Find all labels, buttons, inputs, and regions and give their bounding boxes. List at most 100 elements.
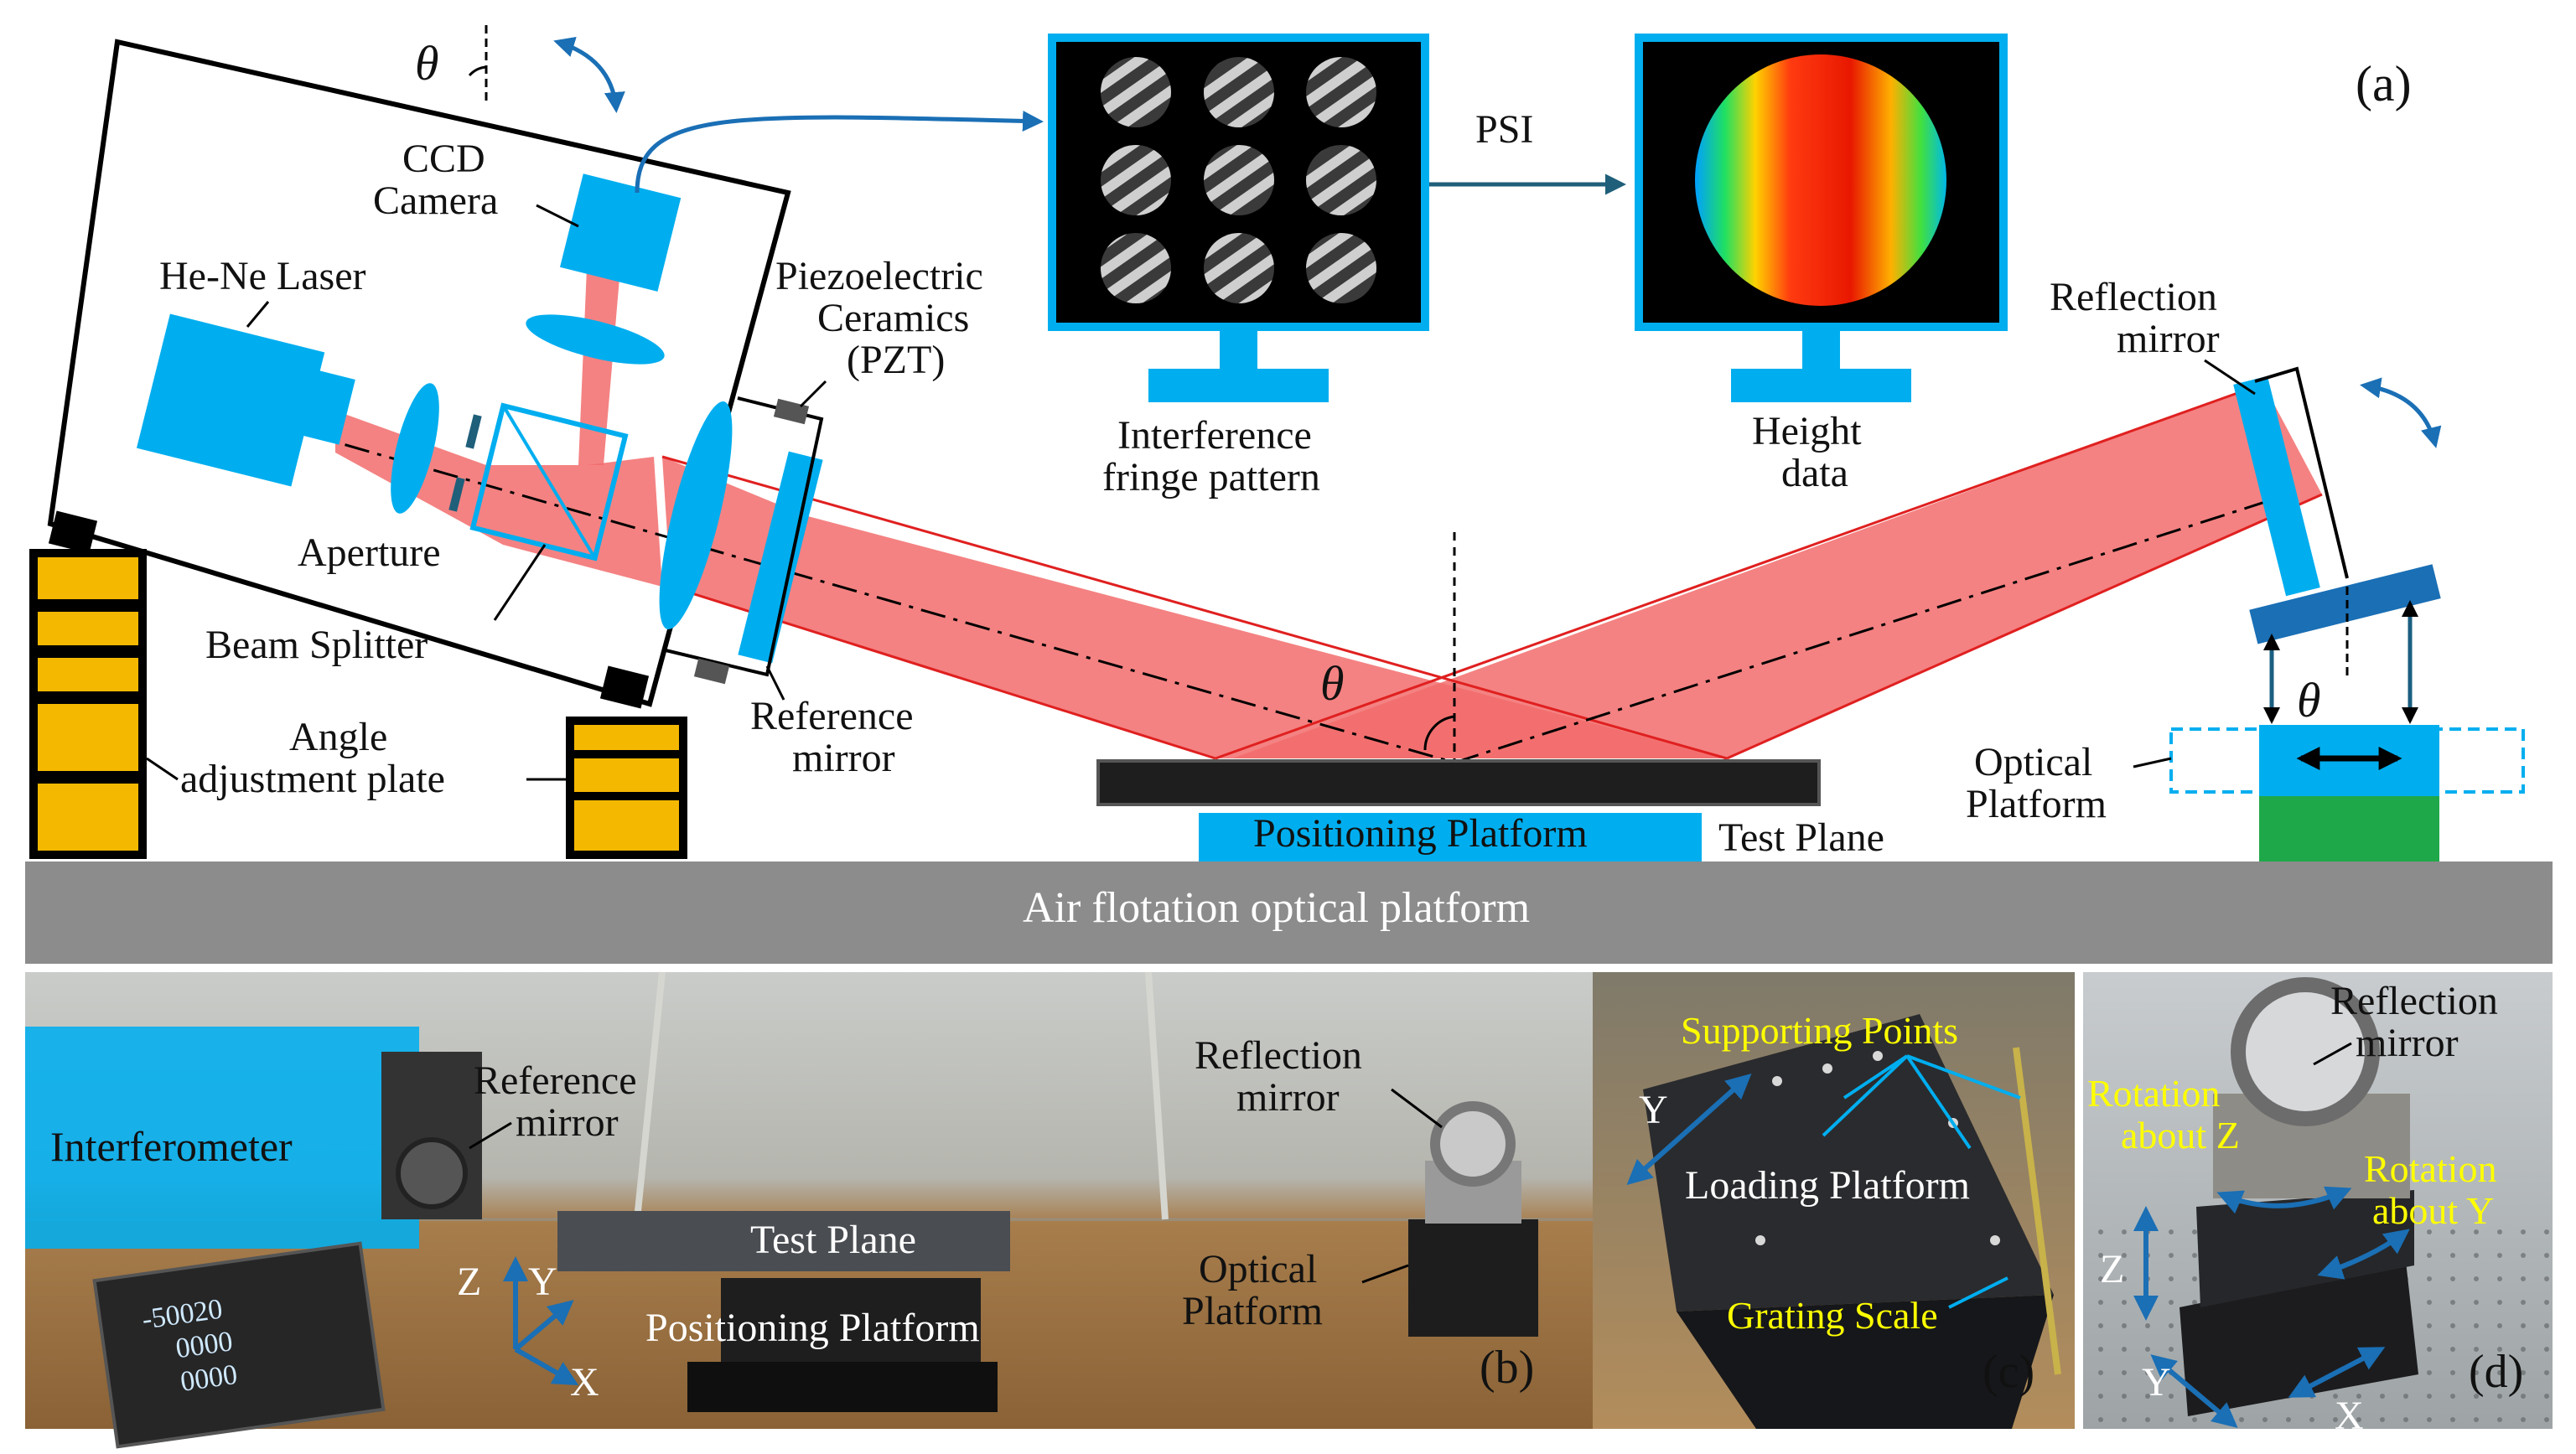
label-angle-plate-1: Angle bbox=[289, 715, 387, 759]
label-angle-plate-2: adjustment plate bbox=[180, 757, 445, 801]
label-interference-1: Interference bbox=[1117, 413, 1312, 458]
interferometer-housing bbox=[47, 39, 791, 707]
label-axis-x-b: X bbox=[570, 1360, 599, 1405]
axis-x-d bbox=[2288, 1347, 2386, 1398]
fringe-grid bbox=[1101, 57, 1376, 303]
panel-a: θ θ He-Ne Laser Aperture Beam Splitter C… bbox=[25, 25, 2553, 964]
test-plane bbox=[1096, 759, 1821, 806]
monitor-height bbox=[1635, 34, 2008, 402]
optical-platform-leader bbox=[2133, 757, 2172, 768]
panel-c: Y Supporting Points Loading Platform Gra… bbox=[1593, 972, 2075, 1429]
label-height-1: Height bbox=[1752, 409, 1862, 453]
aperture-bottom bbox=[448, 477, 465, 512]
imaging-lens bbox=[526, 314, 665, 365]
axis-y-b bbox=[514, 1300, 574, 1352]
label-interference-2: fringe pattern bbox=[1102, 455, 1320, 499]
air-flotation-platform bbox=[25, 862, 2553, 964]
label-height-2: data bbox=[1781, 451, 1848, 495]
label-panel-d: (d) bbox=[2469, 1346, 2523, 1398]
ref-mirror-leader bbox=[765, 665, 785, 701]
tilt-stage bbox=[2249, 564, 2441, 644]
rotate-arrow-y bbox=[2317, 1229, 2410, 1280]
label-positioning-platform-b: Positioning Platform bbox=[645, 1306, 980, 1350]
label-panel-a: (a) bbox=[2356, 56, 2412, 111]
label-axis-y-b: Y bbox=[528, 1260, 557, 1304]
beam-to-reflection-mirror bbox=[1232, 384, 2322, 758]
optical-platform-base bbox=[2259, 796, 2439, 862]
label-reference-mirror-1: Reference bbox=[750, 694, 914, 738]
reflection-mirror bbox=[2233, 375, 2320, 597]
label-pzt-2: Ceramics bbox=[817, 296, 969, 340]
label-ccd-1: CCD bbox=[402, 137, 485, 181]
beam-edge-4 bbox=[1726, 493, 2323, 760]
label-axis-x-d: X bbox=[2335, 1394, 2364, 1438]
theta-arc-top bbox=[468, 65, 487, 77]
theta-center: θ bbox=[1320, 656, 1345, 711]
label-pzt-1: Piezoelectric bbox=[775, 254, 983, 298]
laser-leader bbox=[246, 301, 270, 328]
label-beam-splitter: Beam Splitter bbox=[205, 623, 428, 667]
angle-leader-left bbox=[146, 757, 179, 781]
label-rotation-z-2: about Z bbox=[2121, 1114, 2240, 1156]
label-pzt-3: (PZT) bbox=[847, 338, 945, 382]
axis-y-c bbox=[1626, 1074, 1752, 1185]
reflection-leader bbox=[2204, 359, 2256, 396]
label-axis-y-c: Y bbox=[1639, 1088, 1668, 1132]
label-reflection-d-1: Reflection bbox=[2330, 979, 2498, 1023]
label-rotation-z-1: Rotation bbox=[2087, 1072, 2220, 1115]
optical-axis-2 bbox=[1454, 493, 2289, 764]
label-rotation-y-2: about Y bbox=[2372, 1189, 2494, 1232]
label-positioning-platform: Positioning Platform bbox=[1253, 811, 1588, 856]
label-panel-c: (c) bbox=[1983, 1346, 2034, 1398]
panel-b: Interferometer Reference mirror -50020 0… bbox=[25, 971, 1593, 1449]
label-ref-mirror-b-2: mirror bbox=[516, 1100, 619, 1145]
label-supporting-points: Supporting Points bbox=[1681, 1009, 1958, 1052]
label-psi: PSI bbox=[1475, 107, 1533, 152]
aperture-top bbox=[465, 414, 482, 449]
reflection-mirror-b bbox=[1430, 1101, 1516, 1187]
theta-arc-center bbox=[1423, 715, 1455, 751]
stage-upper bbox=[2196, 1190, 2414, 1307]
label-optical-platform-b-2: Platform bbox=[1182, 1289, 1323, 1333]
pzt-bottom bbox=[693, 658, 730, 685]
collimating-lens bbox=[391, 383, 439, 514]
digital-readout bbox=[92, 1241, 386, 1449]
beam-splitter bbox=[469, 402, 629, 561]
label-reference-mirror-2: mirror bbox=[792, 736, 895, 780]
label-axis-y-d: Y bbox=[2142, 1360, 2171, 1405]
label-grating-scale: Grating Scale bbox=[1727, 1294, 1938, 1337]
label-loading-platform: Loading Platform bbox=[1685, 1163, 1970, 1208]
label-axis-z-b: Z bbox=[457, 1260, 481, 1304]
label-test-plane-b: Test Plane bbox=[750, 1218, 916, 1262]
theta-top: θ bbox=[415, 36, 439, 91]
rotate-arrow-mirror bbox=[2360, 377, 2442, 448]
label-reflection-b-2: mirror bbox=[1236, 1075, 1340, 1120]
theta-mirror: θ bbox=[2297, 673, 2321, 727]
label-panel-b: (b) bbox=[1480, 1342, 1534, 1394]
laser-nozzle bbox=[294, 368, 355, 445]
label-reflection-d-2: mirror bbox=[2356, 1021, 2459, 1065]
label-reflection-b-1: Reflection bbox=[1195, 1033, 1362, 1078]
optical-platform-ghost-left bbox=[2169, 727, 2265, 794]
label-aperture: Aperture bbox=[298, 530, 441, 575]
beam-to-test-plane bbox=[662, 457, 1727, 758]
holes-c bbox=[1755, 1051, 2000, 1245]
positioning-platform-b bbox=[721, 1278, 981, 1362]
he-ne-laser bbox=[136, 313, 325, 487]
label-axis-z-d: Z bbox=[2100, 1247, 2124, 1291]
optical-platform-ghost-right bbox=[2429, 727, 2525, 794]
grating-scale bbox=[2013, 1047, 2061, 1375]
label-reflection-2: mirror bbox=[2117, 317, 2220, 361]
monitor-interference bbox=[1048, 34, 1429, 402]
rotate-arrow-z bbox=[2216, 1186, 2352, 1214]
label-optical-platform-1: Optical bbox=[1974, 740, 2092, 784]
beam-to-camera bbox=[578, 268, 620, 465]
reference-lens bbox=[659, 401, 733, 630]
label-interferometer: Interferometer bbox=[50, 1123, 293, 1170]
beam-edge-1 bbox=[661, 455, 1728, 760]
reflection-mirror-bracket bbox=[2254, 366, 2349, 579]
camera-to-monitor-arrow bbox=[635, 110, 1044, 194]
beam-splitter-leader bbox=[493, 544, 547, 621]
label-rotation-y-1: Rotation bbox=[2364, 1147, 2496, 1190]
